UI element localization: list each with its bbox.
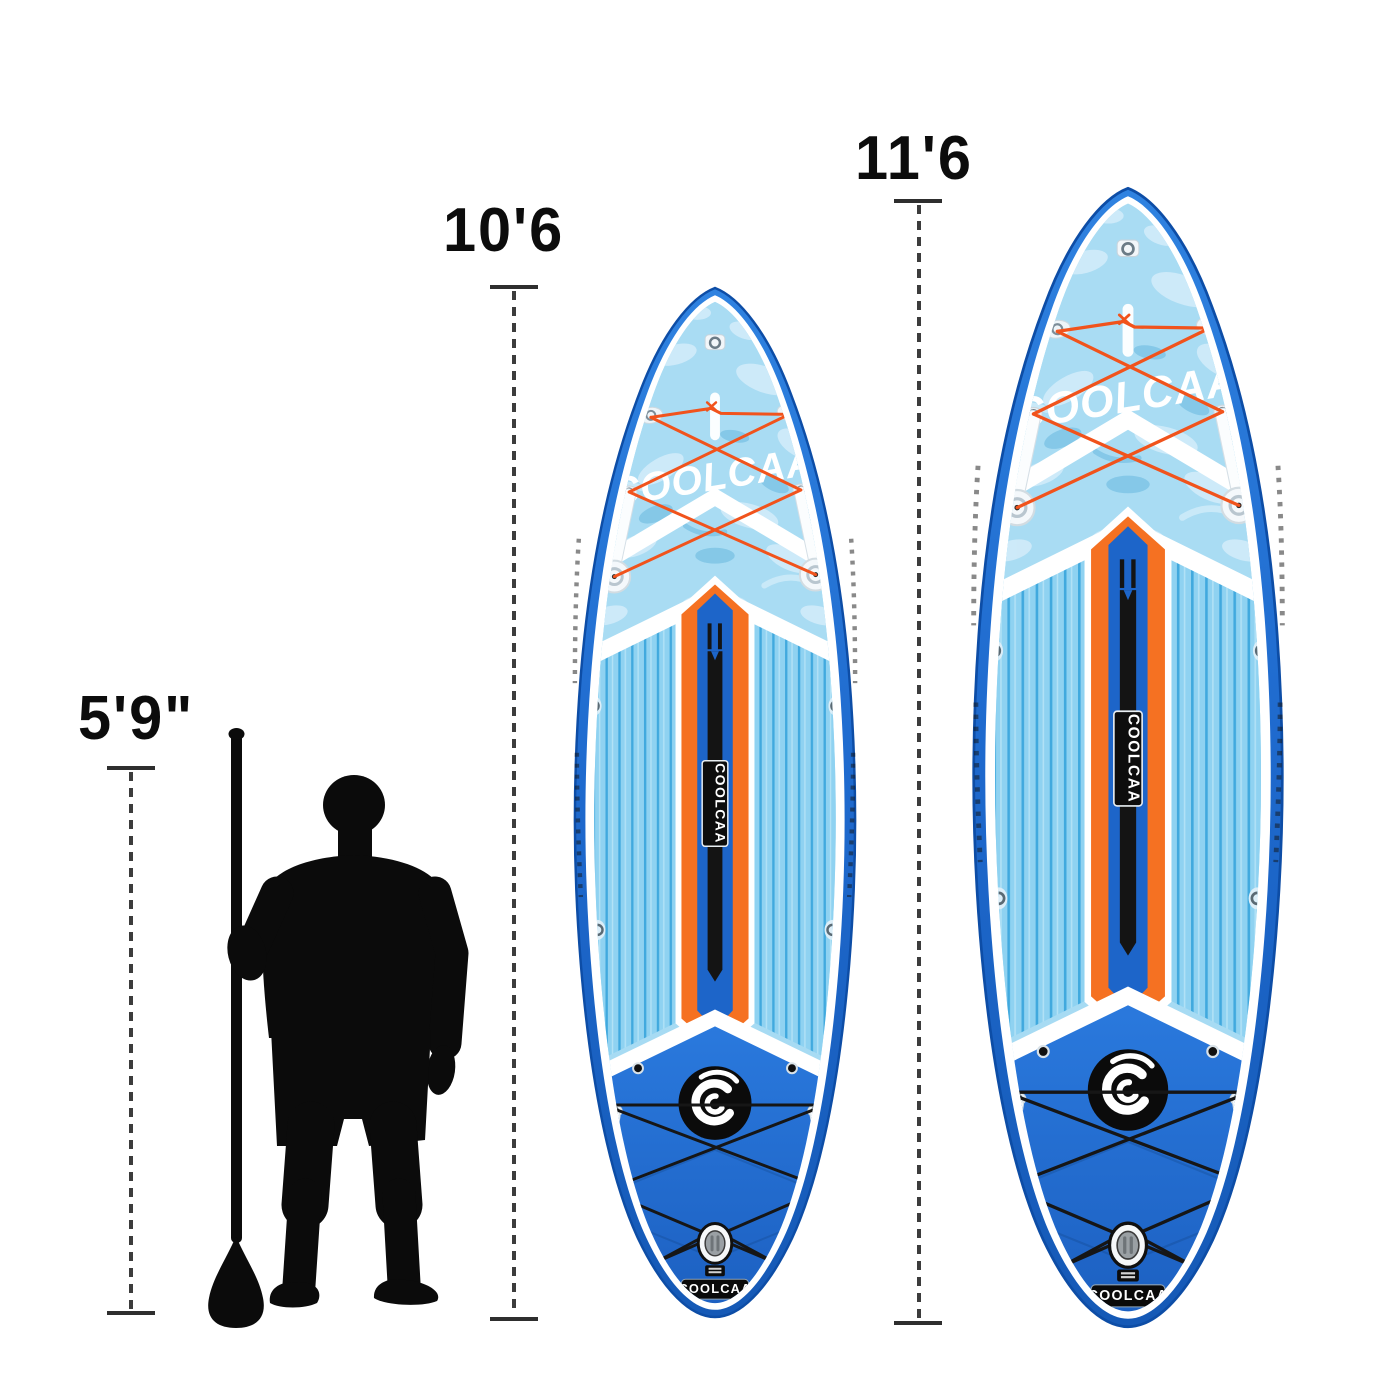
person-measure-line: [129, 772, 133, 1310]
board1-height-label: 10'6: [443, 196, 565, 265]
board-11-6: [965, 185, 1291, 1330]
board-10-6: [567, 285, 863, 1320]
board2-measure-line: [917, 205, 921, 1319]
person-torso: [261, 855, 448, 1038]
paddle-blade: [208, 1236, 264, 1328]
board1-measure-tick-top: [490, 285, 538, 289]
paddle: [208, 728, 264, 1328]
person-silhouette: [208, 728, 469, 1328]
board1-measure-line: [512, 291, 516, 1315]
board1-measure-tick-bottom: [490, 1317, 538, 1321]
person-measure-tick-top: [107, 766, 155, 770]
person-right-shoe: [373, 1279, 439, 1305]
person-measure-tick-bottom: [107, 1311, 155, 1315]
board2-height-label: 11'6: [855, 124, 973, 193]
board2-measure-tick-top: [894, 199, 942, 203]
board2-measure-tick-bottom: [894, 1321, 942, 1325]
person-height-label: 5'9": [78, 684, 195, 753]
person-left-shoe: [269, 1282, 320, 1308]
person-hand-on-paddle: [227, 925, 267, 981]
